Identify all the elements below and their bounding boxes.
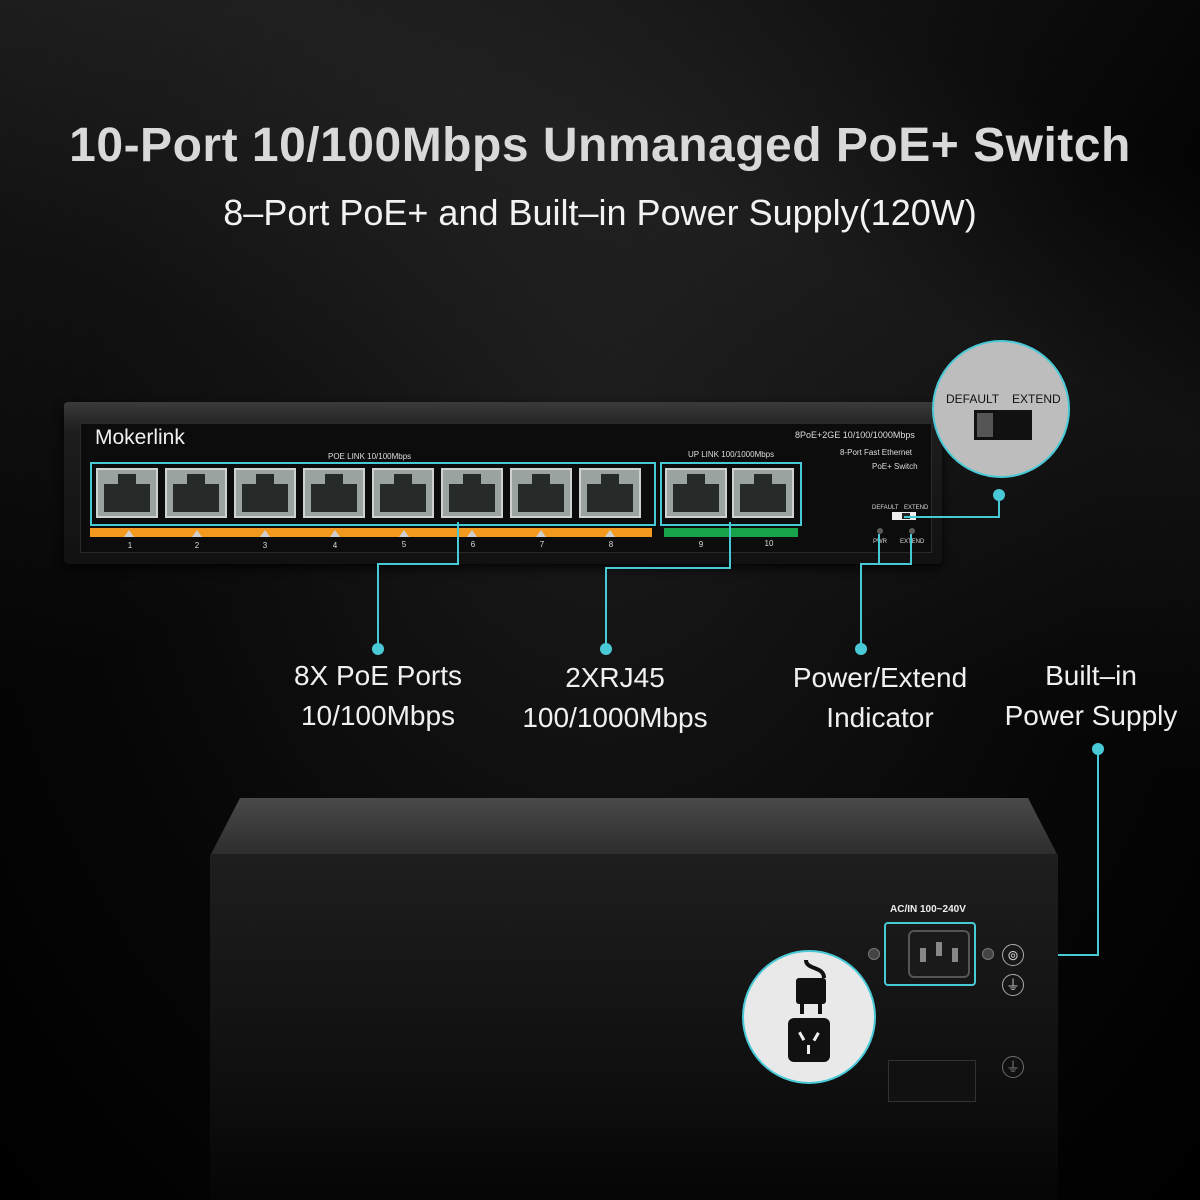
callout-rj45-v2: [605, 567, 607, 647]
switch-extend-label: EXTEND: [904, 505, 929, 511]
rear-panel: [210, 854, 1058, 1200]
power-outlet-icon: [788, 1018, 830, 1062]
port-number-6: 6: [470, 540, 476, 549]
ethernet-port-6[interactable]: [441, 468, 503, 518]
callout-poe-dot: [372, 643, 384, 655]
callout-ind-dot: [855, 643, 867, 655]
callout-poe-h: [378, 563, 459, 565]
ground-icon-lower: ⏚: [1002, 1056, 1024, 1078]
page-subtitle: 8–Port PoE+ and Built–in Power Supply(12…: [223, 192, 977, 233]
port-number-9: 9: [698, 540, 704, 549]
callout-psu-v: [1097, 748, 1099, 956]
extend-led: [909, 528, 915, 534]
poe-group-label: POE LINK 10/100Mbps: [328, 452, 412, 461]
ethernet-port-7[interactable]: [510, 468, 572, 518]
power-plug-bubble: [742, 950, 876, 1084]
ethernet-port-8[interactable]: [579, 468, 641, 518]
ethernet-port-9[interactable]: [665, 468, 727, 518]
model-label: 8PoE+2GE 10/100/1000Mbps: [795, 430, 915, 440]
rear-screw-left: [868, 948, 880, 960]
port-number-3: 3: [262, 541, 268, 550]
pwr-led: [877, 528, 883, 534]
zoom-connector-v: [998, 495, 1000, 517]
callout-poe-title: 8X PoE Ports: [293, 660, 463, 691]
pwr-led-label: PWR: [873, 539, 887, 545]
callout-poe-v2: [377, 563, 379, 647]
model-desc-2: PoE+ Switch: [872, 462, 918, 471]
brand-logo: Mokerlink: [95, 426, 185, 449]
ethernet-port-3[interactable]: [234, 468, 296, 518]
port-number-4: 4: [332, 541, 338, 550]
callout-indicator-title: Power/Extend: [792, 662, 968, 693]
callout-ind-v: [860, 563, 862, 647]
uplink-port-strip: [664, 528, 798, 537]
callout-rj45-h: [605, 567, 731, 569]
ac-power-socket[interactable]: [908, 930, 970, 978]
poe-ports-highlight: [90, 462, 656, 526]
plug-icon: [796, 959, 826, 1014]
ac-input-label: AC/IN 100~240V: [890, 904, 966, 915]
switch-default-label: DEFAULT: [872, 505, 899, 511]
port-number-10: 10: [764, 539, 774, 548]
zoom-connector-h: [904, 516, 1000, 518]
switch-rear-chassis: [210, 798, 1058, 1200]
callout-ext-v: [910, 534, 912, 564]
ethernet-port-10[interactable]: [732, 468, 794, 518]
port-indicator-1: [124, 530, 134, 537]
port-indicator-2: [192, 530, 202, 537]
zoom-extend-label: EXTEND: [1012, 392, 1061, 406]
callout-poe-speed: 10/100Mbps: [300, 700, 456, 731]
zoom-toggle-switch: [974, 410, 1032, 440]
rear-top-surface: [210, 798, 1058, 856]
callout-ind-h: [860, 563, 912, 565]
port-indicator-7: [536, 530, 546, 537]
callout-pwr-v: [878, 534, 880, 564]
ac-socket-highlight: [884, 922, 976, 986]
port-number-7: 7: [539, 540, 545, 549]
callout-rj45-title: 2XRJ45: [565, 662, 665, 693]
zoom-default-label: DEFAULT: [946, 392, 1000, 406]
port-indicator-5: [399, 530, 409, 537]
uplink-ports-highlight: [660, 462, 802, 526]
callout-indicator-sub: Indicator: [826, 702, 934, 733]
port-indicator-6: [467, 530, 477, 537]
ethernet-port-1[interactable]: [96, 468, 158, 518]
port-number-5: 5: [401, 540, 407, 549]
ethernet-port-4[interactable]: [303, 468, 365, 518]
callout-psu-sub: Power Supply: [1004, 700, 1178, 731]
callout-psu-title: Built–in: [1045, 660, 1137, 691]
ethernet-port-2[interactable]: [165, 468, 227, 518]
callout-rj45-v1: [729, 522, 731, 568]
port-indicator-4: [330, 530, 340, 537]
poe-port-strip: [90, 528, 652, 537]
model-desc-1: 8-Port Fast Ethernet: [840, 448, 913, 457]
port-number-1: 1: [127, 541, 133, 550]
ground-screw-icon: ⊚: [1002, 944, 1024, 966]
switch-zoom-bubble: DEFAULT EXTEND: [932, 340, 1070, 478]
port-number-8: 8: [608, 540, 614, 549]
page-title: 10-Port 10/100Mbps Unmanaged PoE+ Switch: [69, 119, 1131, 172]
callout-rj45-dot: [600, 643, 612, 655]
rear-lower-component: [888, 1060, 976, 1102]
port-indicator-3: [260, 530, 270, 537]
callout-rj45-speed: 100/1000Mbps: [522, 702, 708, 733]
extend-led-label: EXTEND: [900, 539, 925, 545]
ethernet-port-5[interactable]: [372, 468, 434, 518]
ground-icon: ⏚: [1002, 974, 1024, 996]
uplink-group-label: UP LINK 100/1000Mbps: [688, 450, 775, 459]
port-indicator-8: [605, 530, 615, 537]
rear-screw-right: [982, 948, 994, 960]
callout-poe-v1: [457, 522, 459, 564]
port-number-2: 2: [194, 541, 200, 550]
